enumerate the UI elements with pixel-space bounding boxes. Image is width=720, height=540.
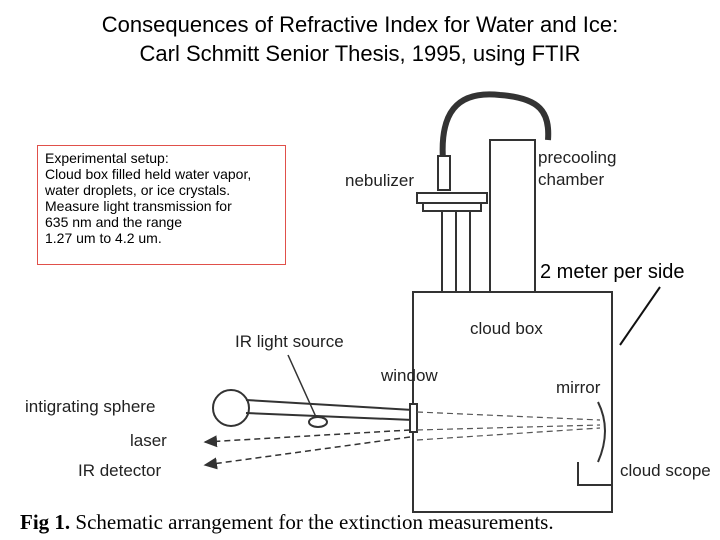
beam-path [416,411,601,421]
nebulizer-cap [437,155,451,191]
label-precooling: precooling [538,148,616,167]
caption-text: Schematic arrangement for the extinction… [75,510,554,534]
label-ir-source: IR light source [235,332,344,351]
light-pipe-top [245,399,414,411]
label-window: window [380,366,438,385]
note-line: Measure light transmission for [45,198,232,214]
title-line-1: Consequences of Refractive Index for Wat… [101,12,619,37]
label-cloud-scope: cloud scope [620,461,711,480]
label-size: 2 meter per side [540,261,685,283]
laser-beam [203,429,411,448]
label-chamber: chamber [538,170,604,189]
figure-caption: Fig 1. Schematic arrangement for the ext… [20,510,554,535]
detector-beam [203,436,411,470]
nebulizer-flange-top [416,192,488,204]
precooling-chamber [489,139,536,293]
beam-path [416,427,601,441]
beam-path [416,424,601,431]
caption-fig-number: Fig 1. [20,510,71,534]
mirror [597,401,606,463]
label-ir-detector: IR detector [78,461,161,480]
setup-note-box: Experimental setup: Cloud box filled hel… [37,145,286,265]
window [409,403,418,433]
label-integrating-sphere: intigrating sphere [25,397,155,416]
ir-source-pointer [287,354,317,418]
cloud-scope [577,462,612,486]
label-mirror: mirror [556,378,601,397]
nebulizer-flange-bottom [422,202,482,212]
label-cloud-box: cloud box [470,319,543,338]
light-pipe-bottom [245,412,414,421]
note-line: 635 nm and the range [45,214,182,230]
size-leader-line [619,286,661,346]
title-line-2: Carl Schmitt Senior Thesis, 1995, using … [139,41,581,66]
note-line: Experimental setup: [45,150,169,166]
note-line: Cloud box filled held water vapor, [45,166,252,182]
label-nebulizer: nebulizer [345,171,414,190]
note-line: water droplets, or ice crystals. [45,182,231,198]
ir-light-source [308,416,328,428]
feed-tube [439,91,552,161]
note-line: 1.27 um to 4.2 um. [45,230,162,246]
integrating-sphere [212,389,250,427]
label-laser: laser [130,431,167,450]
